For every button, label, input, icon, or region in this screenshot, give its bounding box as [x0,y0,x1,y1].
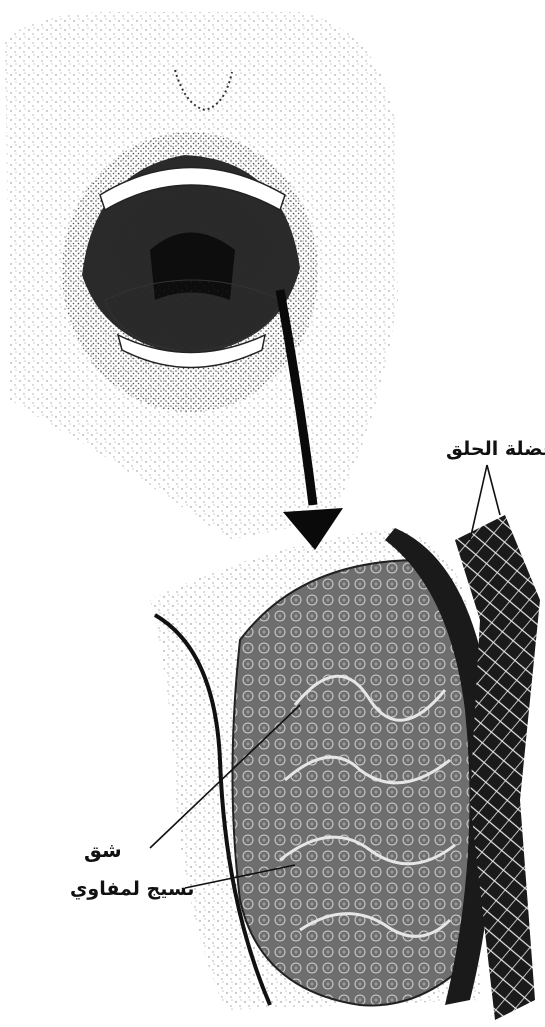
tonsil-section [150,528,495,1010]
label-lymphoid-tissue: نسيج لمفاوي [70,880,194,899]
label-crypt: شق [84,840,122,860]
leader-muscle-b [487,465,500,515]
face-illustration [5,12,398,540]
label-throat-muscle: عضلة الحلق [446,440,545,459]
